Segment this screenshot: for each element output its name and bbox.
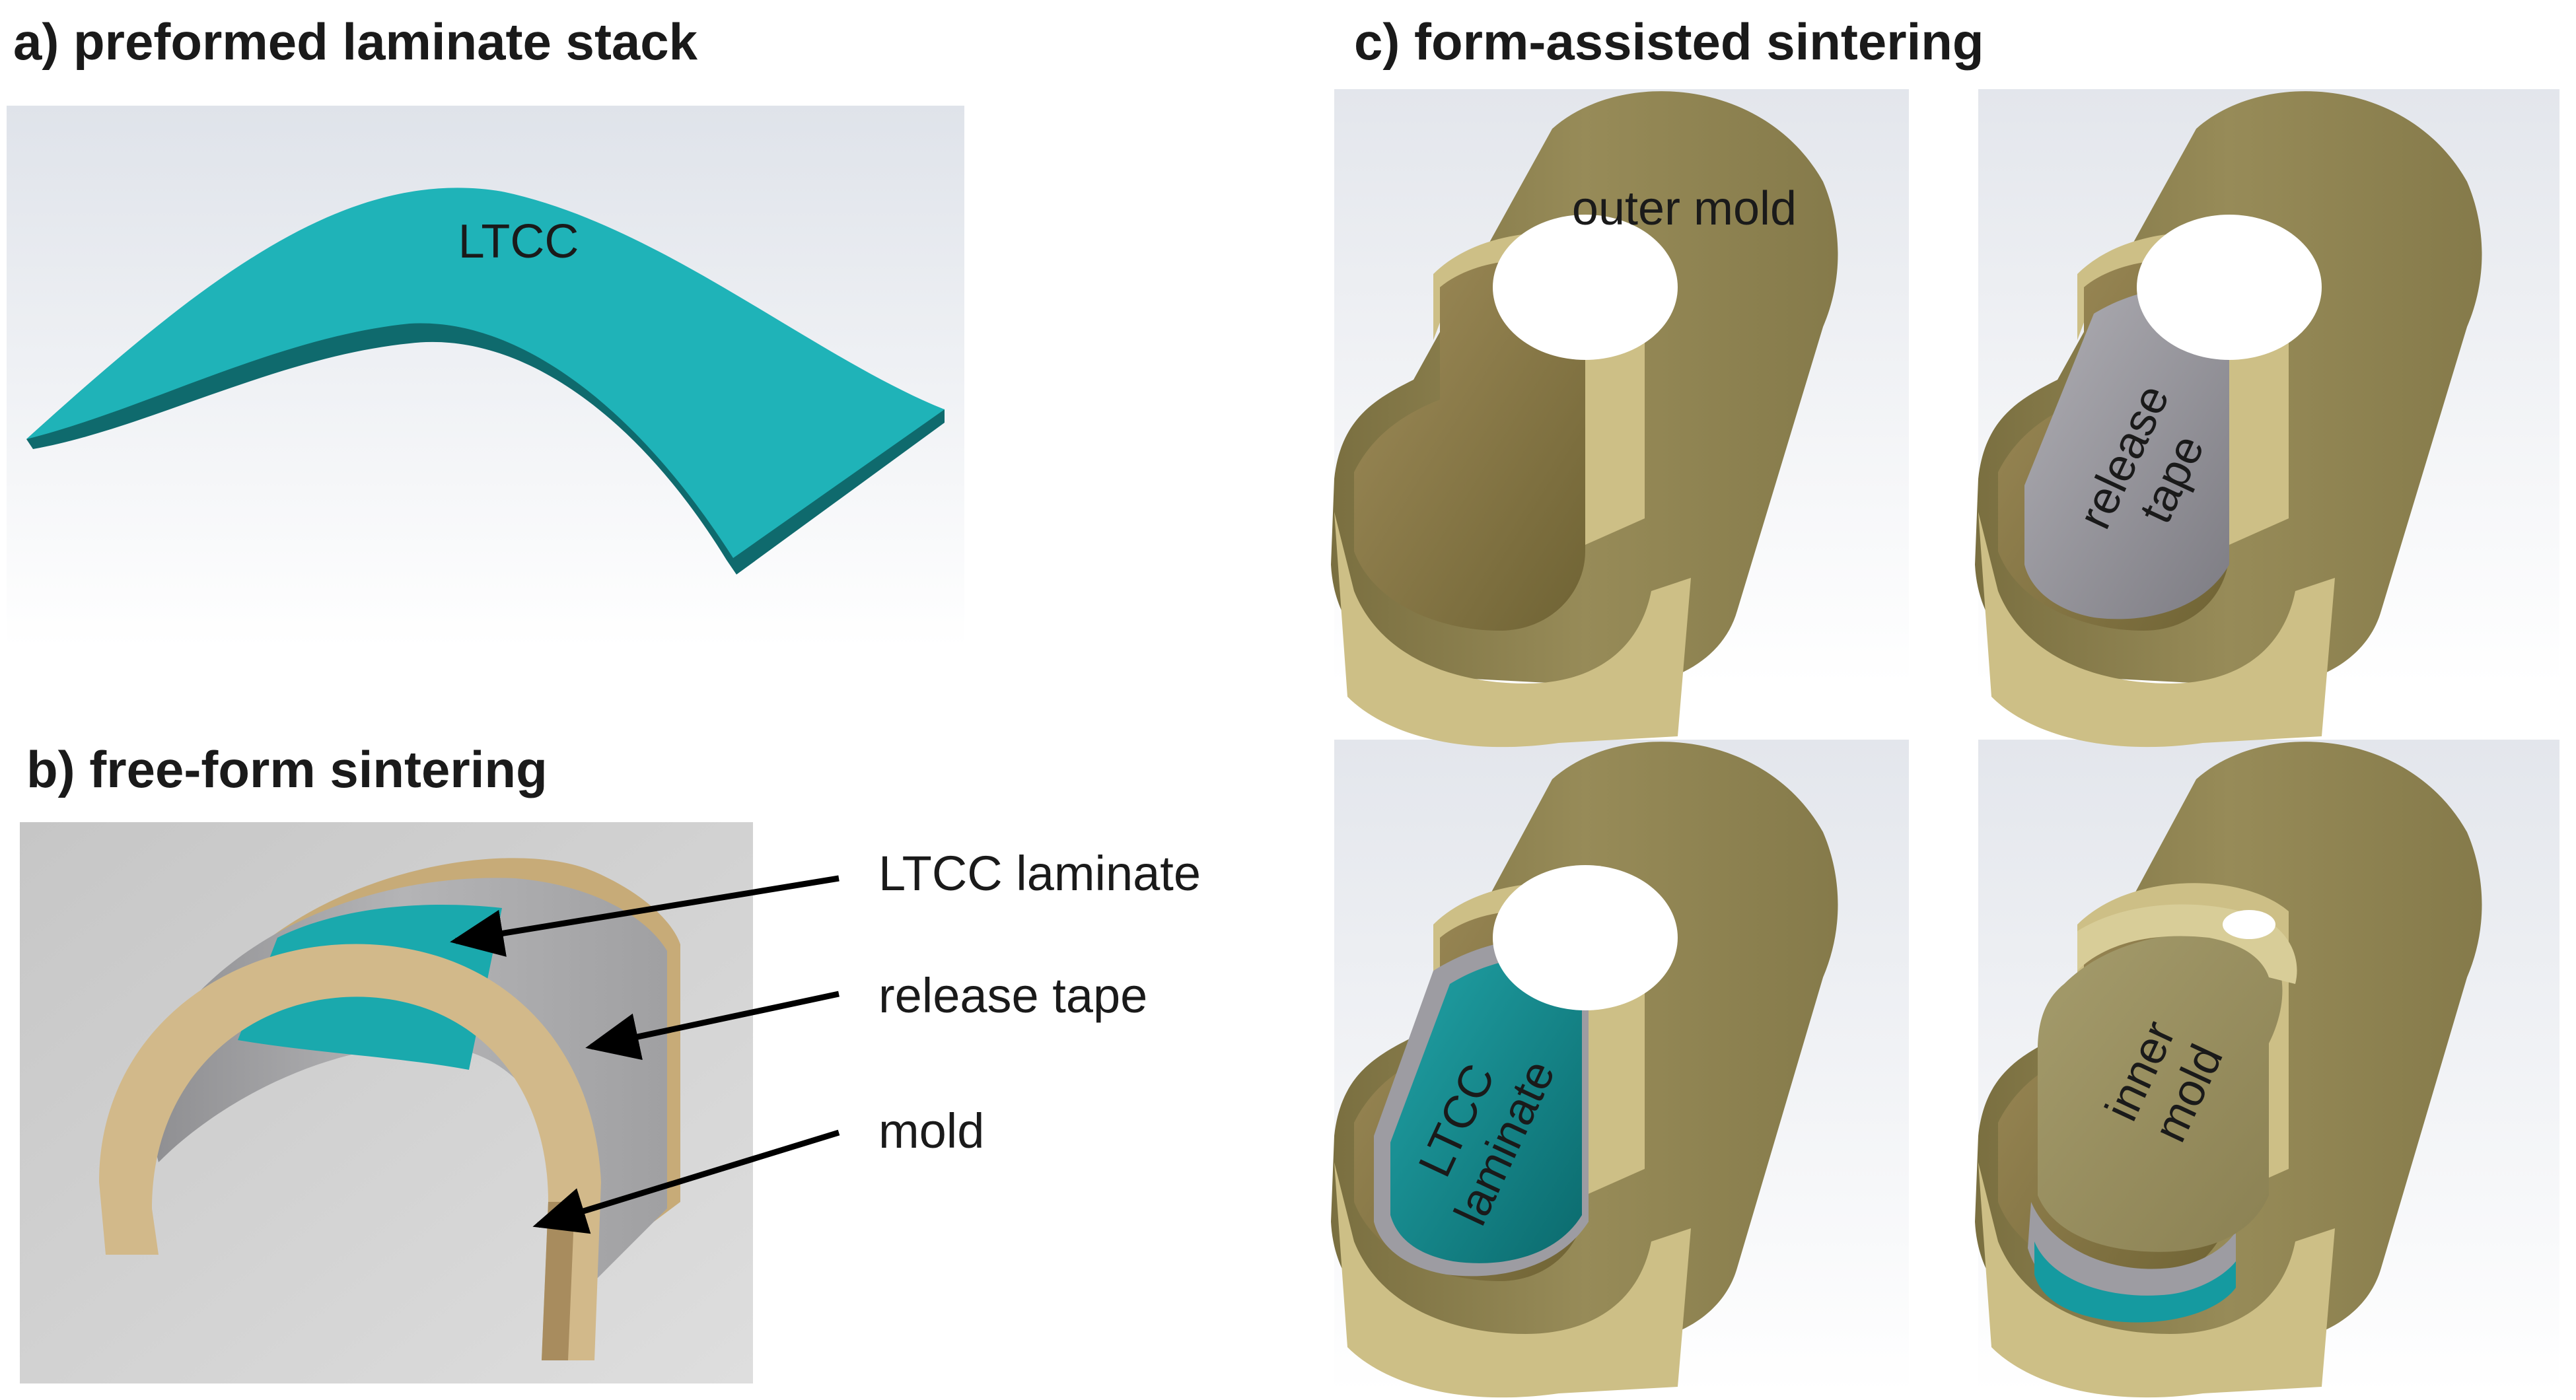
ltcc-laminate-layer [1390, 956, 1582, 1263]
outer-mold-front-rim-3 [1334, 1162, 1691, 1398]
callout-release-tape: release tape [878, 968, 1148, 1023]
arrow-mold [532, 1129, 840, 1234]
release-tape-sheet [2024, 287, 2229, 619]
inner-mold-highlight [2223, 910, 2275, 939]
outer-mold-opening [1493, 215, 1678, 360]
ltcc-label: LTCC [458, 215, 579, 268]
arrow-ltcc-laminate [450, 875, 840, 957]
release-tape-band [2028, 1202, 2236, 1310]
panel-b-figure [20, 822, 753, 1383]
cylinder-outer-mold: outer mold [1331, 91, 1838, 748]
inner-mold-insert [2038, 932, 2283, 1252]
cylinder-release-tape: release tape [1975, 91, 2482, 748]
outer-mold-opening-2 [2137, 215, 2322, 360]
outer-mold-label: outer mold [1572, 182, 1797, 235]
callout-mold: mold [878, 1103, 985, 1158]
outer-mold-front-rim-2 [1978, 512, 2335, 748]
outer-mold-front-rim-4 [1978, 1162, 2335, 1398]
panel-b-heading: b) free-form sintering [26, 740, 548, 798]
cylinder-inner-mold: inner mold [1975, 742, 2482, 1398]
ltcc-laminate-band [2034, 1242, 2236, 1323]
ltcc-sheet [26, 188, 945, 558]
cylinder-ltcc-laminate: LTCC laminate [1331, 742, 1838, 1398]
outer-mold-interior [1354, 260, 1585, 631]
outer-mold-front-rim [1334, 512, 1691, 748]
panel-a-heading: a) preformed laminate stack [13, 13, 698, 71]
outer-mold-opening-3 [1493, 865, 1678, 1010]
panel-a-figure: LTCC [7, 106, 964, 647]
panel-c-heading: c) form-assisted sintering [1354, 13, 1984, 71]
callout-ltcc-laminate: LTCC laminate [878, 846, 1201, 901]
mold-front-arch-edge [542, 1202, 575, 1360]
arrow-release-tape [585, 991, 840, 1061]
